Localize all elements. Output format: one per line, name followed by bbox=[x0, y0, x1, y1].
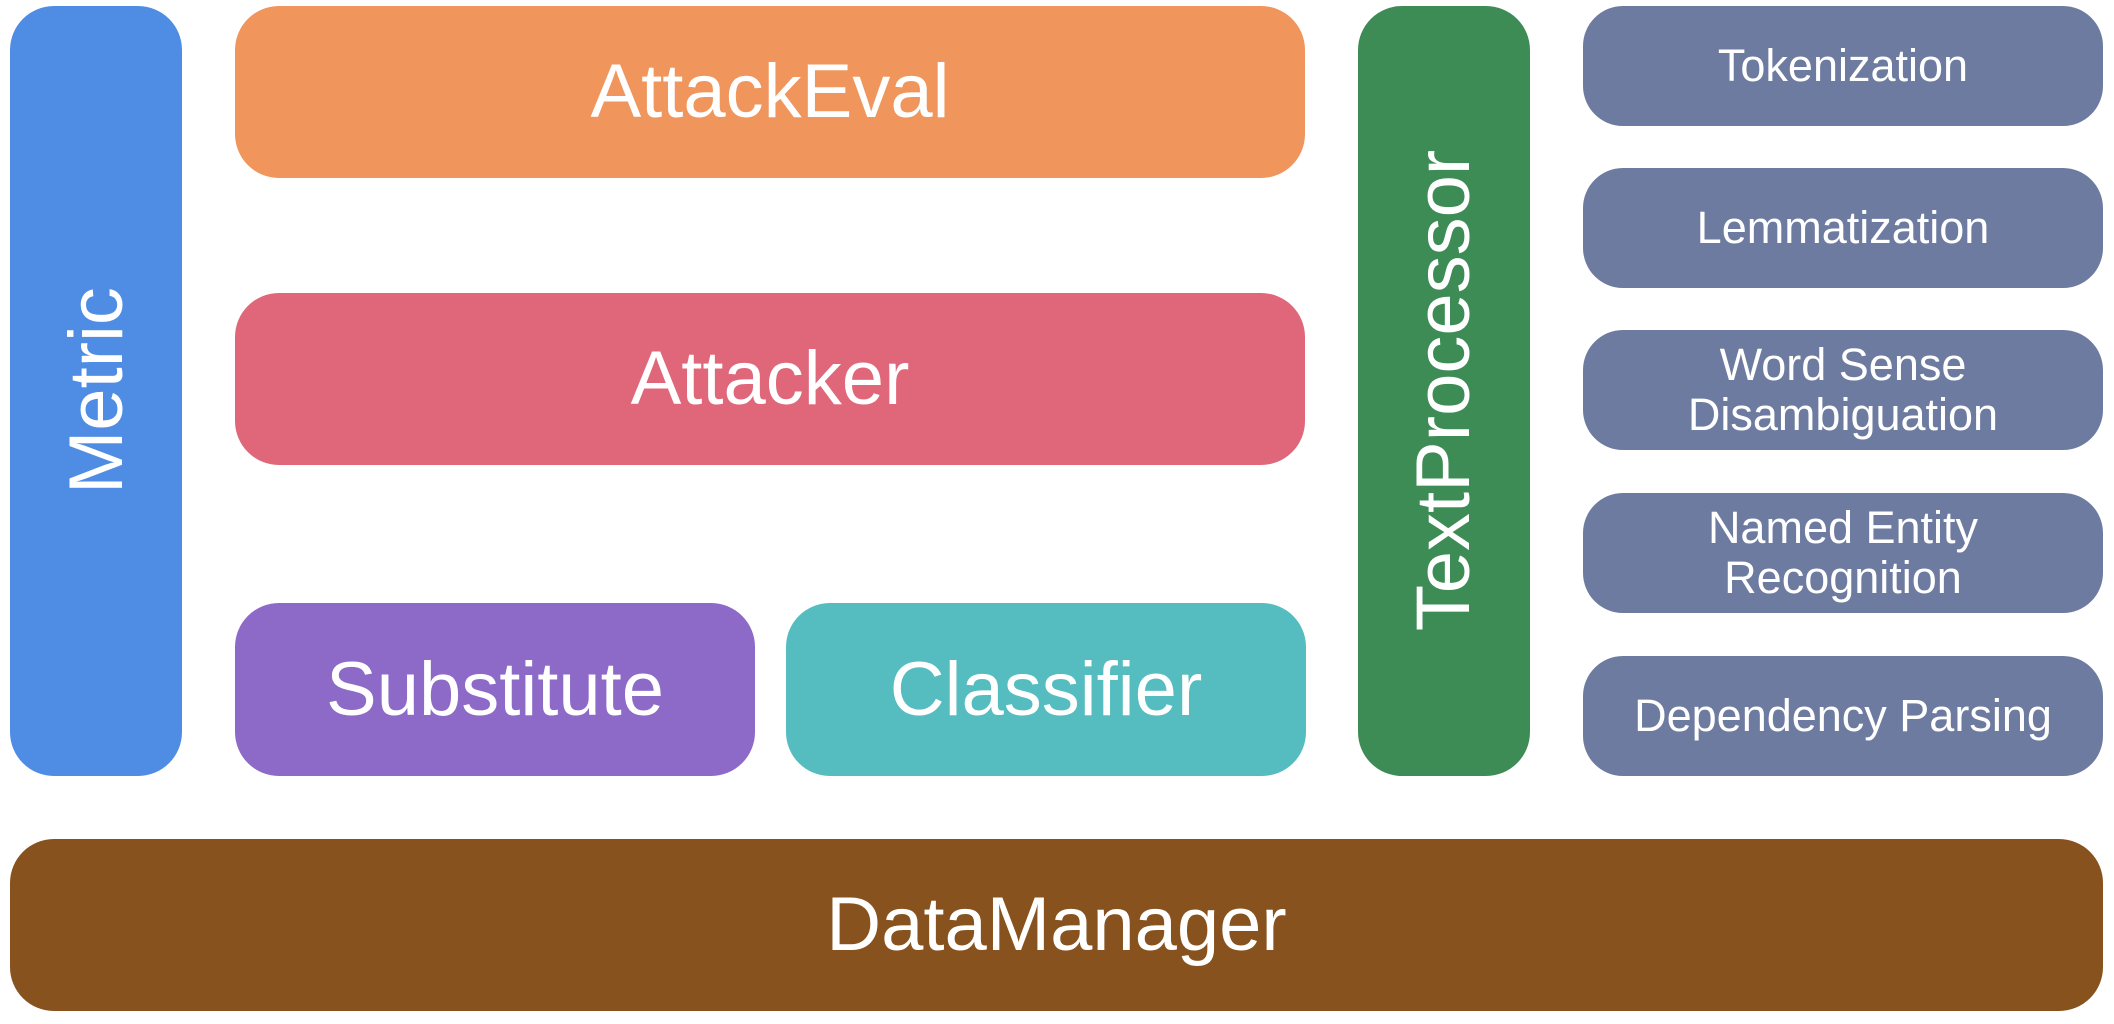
named-entity-recognition-label: Named Entity Recognition bbox=[1707, 501, 1979, 603]
word-sense-disambiguation-label: Word Sense Disambiguation bbox=[1687, 338, 1999, 440]
metric-block: Metric bbox=[10, 6, 182, 776]
datamanager-block: DataManager bbox=[10, 839, 2103, 1011]
attacker-block: Attacker bbox=[235, 293, 1305, 465]
attackeval-block: AttackEval bbox=[235, 6, 1305, 178]
named-entity-recognition-module: Named Entity Recognition bbox=[1583, 493, 2103, 613]
attacker-label: Attacker bbox=[630, 336, 910, 422]
textprocessor-block: TextProcessor bbox=[1358, 6, 1530, 776]
word-sense-disambiguation-module: Word Sense Disambiguation bbox=[1583, 330, 2103, 450]
lemmatization-label: Lemmatization bbox=[1696, 201, 1990, 253]
tokenization-label: Tokenization bbox=[1717, 39, 1969, 91]
tokenization-module: Tokenization bbox=[1583, 6, 2103, 126]
classifier-label: Classifier bbox=[889, 646, 1203, 732]
metric-label: Metric bbox=[53, 287, 139, 495]
substitute-label: Substitute bbox=[326, 646, 664, 732]
textprocessor-label: TextProcessor bbox=[1401, 150, 1487, 632]
lemmatization-module: Lemmatization bbox=[1583, 168, 2103, 288]
substitute-block: Substitute bbox=[235, 603, 755, 776]
classifier-block: Classifier bbox=[786, 603, 1306, 776]
dependency-parsing-label: Dependency Parsing bbox=[1634, 689, 2052, 741]
datamanager-label: DataManager bbox=[826, 882, 1287, 968]
dependency-parsing-module: Dependency Parsing bbox=[1583, 656, 2103, 776]
attackeval-label: AttackEval bbox=[590, 49, 950, 135]
